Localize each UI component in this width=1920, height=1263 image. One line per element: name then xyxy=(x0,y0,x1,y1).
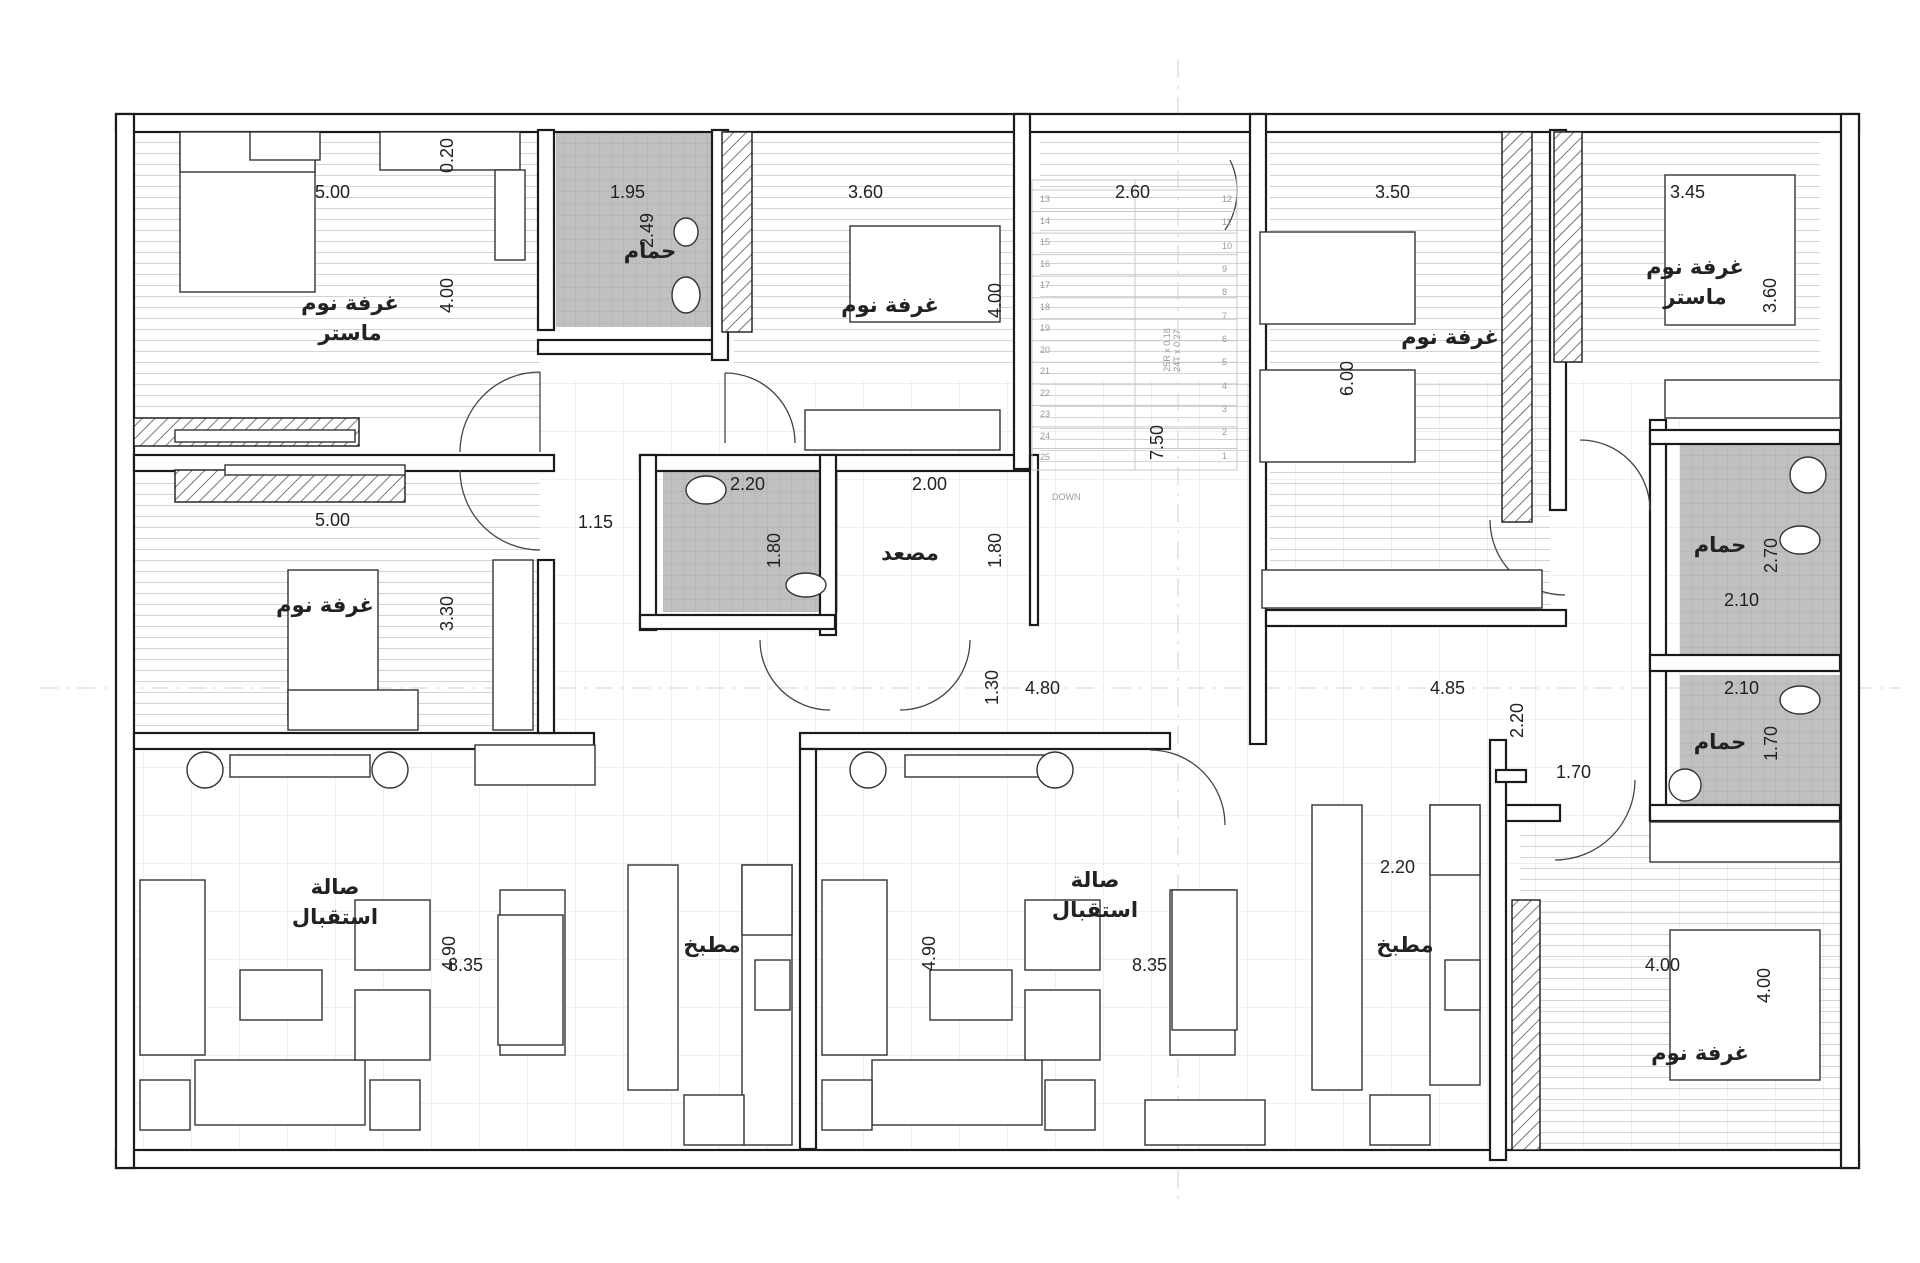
doors xyxy=(459,159,1651,861)
bathroom-floors xyxy=(556,132,1840,810)
hatched-walls xyxy=(133,131,1583,1151)
dining-tables xyxy=(497,889,1238,1046)
furniture xyxy=(139,131,1841,1146)
staircase xyxy=(1031,179,1238,471)
walls xyxy=(114,112,1861,1170)
